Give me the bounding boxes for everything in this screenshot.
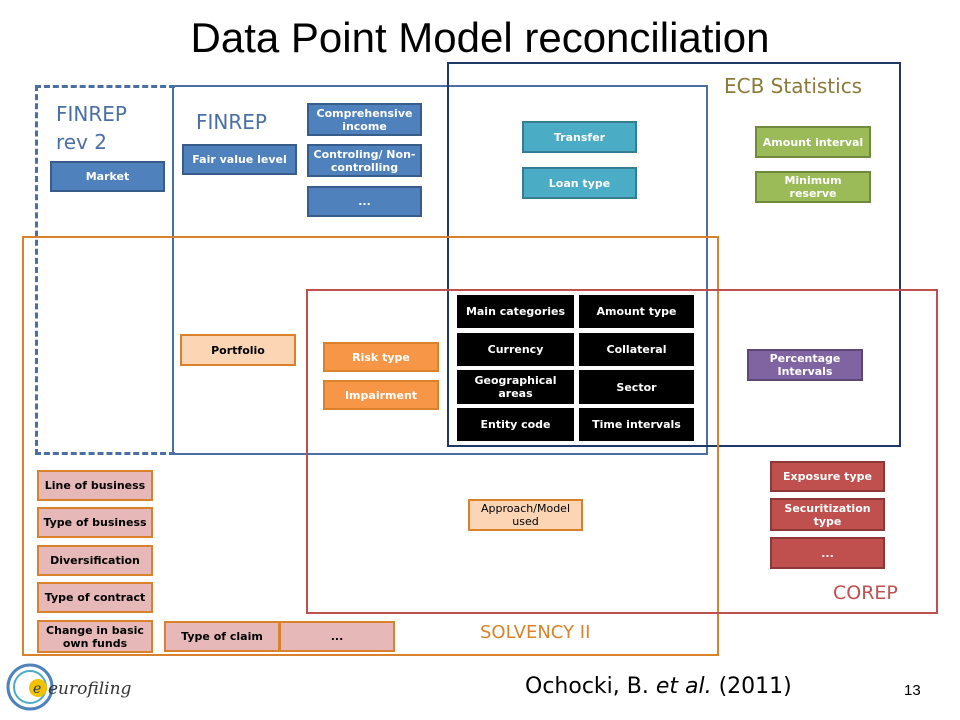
solvency-ii-region	[22, 236, 719, 656]
page-number: 13	[904, 682, 921, 699]
logo-text: eurofiling	[48, 679, 132, 699]
box-change-basic-own-funds: Change in basic own funds	[37, 620, 153, 653]
box-transfer: Transfer	[522, 121, 637, 153]
box-market: Market	[50, 161, 165, 192]
finrep-rev2-label: FINREP rev 2	[56, 102, 127, 154]
box-securitization-type: Securitization type	[770, 498, 885, 531]
box-approach-model-used: Approach/Model used	[468, 499, 583, 531]
citation: Ochocki, B. et al. (2011)	[525, 674, 792, 699]
box-finrep-more: ...	[307, 186, 422, 217]
slide-title: Data Point Model reconciliation	[190, 14, 770, 61]
box-minimum-reserve: Minimum reserve	[755, 171, 871, 203]
box-risk-type: Risk type	[323, 342, 439, 372]
box-diversification: Diversification	[37, 545, 153, 576]
box-type-of-business: Type of business	[37, 507, 153, 538]
box-geographical-areas: Geographical areas	[457, 370, 574, 404]
finrep-rev2-region	[35, 85, 175, 455]
solvency-ii-label: SOLVENCY II	[480, 622, 591, 643]
corep-label: COREP	[833, 582, 898, 604]
finrep-region	[172, 85, 708, 455]
box-sector: Sector	[579, 370, 694, 404]
box-controlling: Controling/ Non-controlling	[307, 144, 422, 177]
box-main-categories: Main categories	[457, 295, 574, 328]
box-fair-value-level: Fair value level	[182, 144, 297, 175]
box-amount-type: Amount type	[579, 295, 694, 328]
box-time-intervals: Time intervals	[579, 408, 694, 441]
eurofiling-logo: e eurofiling	[4, 655, 154, 715]
corep-region	[306, 289, 938, 614]
box-impairment: Impairment	[323, 380, 439, 410]
box-type-of-contract: Type of contract	[37, 582, 153, 613]
box-solvency-more: ...	[279, 621, 395, 652]
box-type-of-claim: Type of claim	[164, 621, 280, 652]
box-collateral: Collateral	[579, 333, 694, 366]
box-loan-type: Loan type	[522, 167, 637, 199]
box-line-of-business: Line of business	[37, 470, 153, 501]
box-entity-code: Entity code	[457, 408, 574, 441]
box-currency: Currency	[457, 333, 574, 366]
box-comprehensive-income: Comprehensive income	[307, 103, 422, 136]
svg-text:e: e	[33, 681, 41, 697]
ecb-statistics-label: ECB Statistics	[724, 74, 863, 98]
ecb-statistics-region	[447, 62, 901, 447]
finrep-label: FINREP	[196, 110, 267, 134]
box-corep-more: ...	[770, 537, 885, 569]
box-amount-interval: Amount interval	[755, 126, 871, 158]
box-percentage-intervals: Percentage Intervals	[747, 349, 863, 381]
eurofiling-logo-icon: e eurofiling	[6, 663, 132, 711]
box-exposure-type: Exposure type	[770, 461, 885, 492]
box-portfolio: Portfolio	[180, 334, 296, 366]
